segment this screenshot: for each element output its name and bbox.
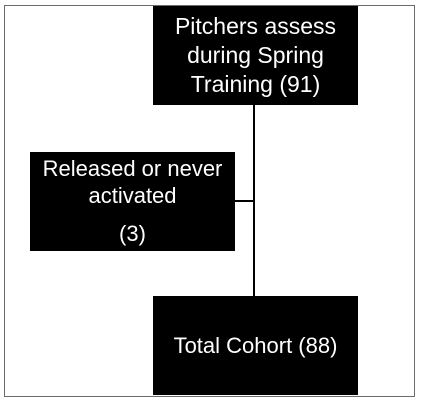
exclusion-connector-line (234, 200, 255, 202)
flow-box-excluded: Released or never activated (3) (30, 152, 235, 251)
flow-box-cohort-label: Total Cohort (88) (173, 332, 338, 358)
figure-frame (4, 5, 415, 397)
flow-box-excluded-line-1: Released or never (42, 156, 223, 181)
flow-box-screened: Pitchers assess during Spring Training (… (153, 6, 358, 105)
flow-box-screened-line-2: during Spring (187, 42, 324, 68)
flow-box-excluded-line-2: activated (88, 183, 177, 208)
flow-box-screened-line-1: Pitchers assess (174, 13, 337, 39)
flow-box-screened-line-3: Training (91) (190, 71, 321, 97)
flow-box-cohort: Total Cohort (88) (153, 296, 358, 395)
flow-box-excluded-count: (3) (119, 221, 146, 246)
